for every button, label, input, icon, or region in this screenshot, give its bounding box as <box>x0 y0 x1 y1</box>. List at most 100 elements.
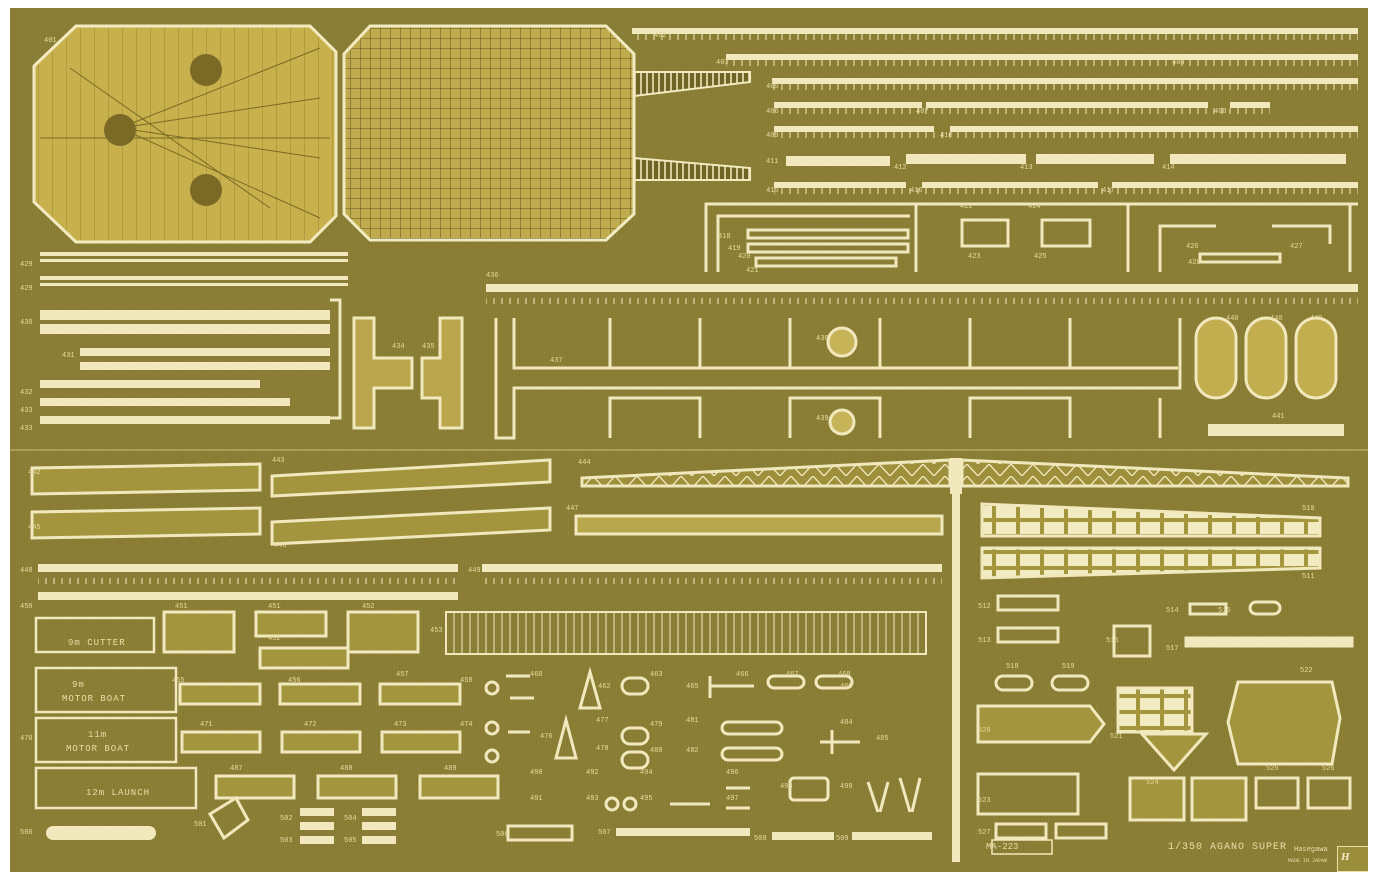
part-number-label: 463 <box>650 671 663 679</box>
railing-strips-top <box>632 28 1358 188</box>
part-number-label: 433 <box>20 425 33 433</box>
part-number-label: 472 <box>304 721 317 729</box>
part-number-label: 451 <box>268 603 281 611</box>
part-number-label: 440 <box>1270 315 1283 323</box>
part-number-label: 409 <box>766 132 779 140</box>
part-number-label: 516 <box>1218 607 1231 615</box>
part-number-label: 460 <box>530 671 543 679</box>
bridge-frame-parts <box>704 202 1358 272</box>
sheet-code: MA-223 <box>986 842 1019 852</box>
railing-strips-left <box>40 252 348 424</box>
part-number-label: 443 <box>272 457 285 465</box>
part-number-label: 527 <box>978 829 991 837</box>
sheet-title: 1/350 AGANO SUPER <box>1168 842 1288 853</box>
part-number-label: 418 <box>718 233 731 241</box>
boat-frames <box>34 616 198 810</box>
part-number-label: 515 <box>1106 637 1119 645</box>
part-number-label: 422 <box>960 203 973 211</box>
part-number-label: 480 <box>650 747 663 755</box>
part-number-label: 502 <box>280 815 293 823</box>
part-number-label: 445 <box>28 524 41 532</box>
part-number-label: 462 <box>598 683 611 691</box>
part-number-label: 509 <box>836 835 849 843</box>
part-number-label: 405 <box>766 83 779 91</box>
part-number-label: 497 <box>726 795 739 803</box>
part-number-label: 519 <box>1062 663 1075 671</box>
part-number-label: 414 <box>1162 164 1175 172</box>
part-number-label: 451 <box>175 603 188 611</box>
boat-label-launch: 12m LAUNCH <box>86 788 151 798</box>
part-number-label: 412 <box>894 164 907 172</box>
part-number-label: 467 <box>786 671 799 679</box>
part-number-label: 470 <box>20 735 33 743</box>
part-number-label: 505 <box>344 837 357 845</box>
part-number-label: 435 <box>422 343 435 351</box>
brand-mark: H <box>1341 851 1350 863</box>
part-number-label: 441 <box>1272 413 1285 421</box>
part-number-label: 465 <box>686 683 699 691</box>
part-number-label: 489 <box>444 765 457 773</box>
part-number-label: 474 <box>460 721 473 729</box>
part-number-label: 429 <box>20 285 33 293</box>
part-number-label: 413 <box>1020 164 1033 172</box>
part-number-label: 433 <box>20 407 33 415</box>
part-number-label: 510 <box>1302 505 1315 513</box>
part-number-label: 503 <box>280 837 293 845</box>
part-number-label: 485 <box>876 735 889 743</box>
boat-label-cutter: 9m CUTTER <box>68 638 126 648</box>
part-number-label: 436 <box>486 272 499 280</box>
part-number-label: 427 <box>1290 243 1303 251</box>
part-number-label: 430 <box>20 319 33 327</box>
part-number-label: 481 <box>686 717 699 725</box>
part-number-label: 458 <box>460 677 473 685</box>
part-number-label: 423 <box>968 253 981 261</box>
part-number-label: 522 <box>1300 667 1313 675</box>
t-frame-parts <box>352 316 464 430</box>
part-number-label: 477 <box>596 717 609 725</box>
part-number-label: 410 <box>940 132 953 140</box>
part-number-label: 524 <box>1146 779 1159 787</box>
part-number-label: 496 <box>726 769 739 777</box>
part-number-label: 499 <box>840 783 853 791</box>
part-number-label: 424 <box>1028 203 1041 211</box>
part-number-label: 521 <box>1110 733 1123 741</box>
part-number-label: 431 <box>62 352 75 360</box>
long-cranes-and-rails <box>30 458 1350 862</box>
brand-name: Hasegawa <box>1294 846 1328 854</box>
part-number-label: 511 <box>1302 573 1315 581</box>
part-number-label: 479 <box>650 721 663 729</box>
small-boat-fittings <box>46 610 932 844</box>
part-number-label: 439 <box>816 415 829 423</box>
part-number-label: 406 <box>766 108 779 116</box>
part-number-label: 520 <box>978 727 991 735</box>
part-number-label: 401 <box>44 37 57 45</box>
part-number-label: 444 <box>578 459 591 467</box>
part-number-label: 513 <box>978 637 991 645</box>
boat-label-motor-9m: 9m <box>72 680 85 690</box>
part-number-label: 402 <box>654 32 667 40</box>
part-number-label: 453 <box>430 627 443 635</box>
part-number-label: 484 <box>840 719 853 727</box>
part-number-label: 404 <box>1172 59 1185 67</box>
part-number-label: 416 <box>910 187 923 195</box>
part-number-label: 408 <box>1214 108 1227 116</box>
part-number-label: 526 <box>1322 765 1335 773</box>
gun-tub-frame <box>494 318 1182 440</box>
part-number-label: 466 <box>736 671 749 679</box>
part-number-label: 446 <box>274 542 287 550</box>
part-number-label: 478 <box>596 745 609 753</box>
part-number-label: 476 <box>540 733 553 741</box>
part-number-label: 518 <box>1006 663 1019 671</box>
made-in: MADE IN JAPAN <box>1288 858 1328 864</box>
part-number-label: 407 <box>916 108 929 116</box>
bridge-deck-plates <box>32 24 751 244</box>
part-number-label: 455 <box>172 677 185 685</box>
scattered-fittings <box>484 666 922 813</box>
etched-parts-artwork <box>10 24 1368 862</box>
part-number-label: 420 <box>738 253 751 261</box>
part-number-label: 498 <box>780 783 793 791</box>
part-number-label: 487 <box>230 765 243 773</box>
part-number-label: 514 <box>1166 607 1179 615</box>
part-number-label: 426 <box>1186 243 1199 251</box>
part-number-label: 440 <box>1226 315 1239 323</box>
